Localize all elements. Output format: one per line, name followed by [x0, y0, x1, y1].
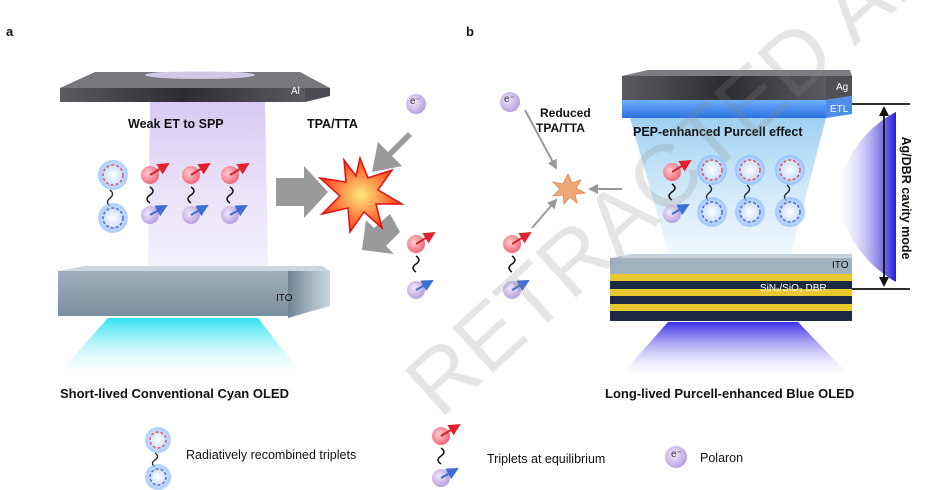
ito-slab-a: [58, 266, 330, 318]
polaron-symbol-mid: e⁻: [410, 96, 421, 107]
equilibrium-triplet-b: [663, 159, 692, 223]
reduced-tta-label: TPA/TTA: [536, 121, 585, 135]
legend-equilibrium-triplet-icon: [432, 423, 461, 487]
purcell-label: PEP-enhanced Purcell effect: [633, 125, 803, 139]
etl-layer: [622, 96, 852, 118]
legend: [145, 423, 687, 490]
equilibrium-triplet-mid: [407, 231, 436, 299]
arrow-from-triplet: [362, 214, 400, 254]
legend-polaron-label: Polaron: [700, 451, 744, 465]
ito-dbr-stack: [610, 254, 852, 321]
radiative-triplet-b2: [735, 155, 765, 227]
cavity-mode-profile: [838, 112, 896, 282]
panel-letter-a: a: [6, 24, 14, 39]
cavity-region: [630, 118, 826, 258]
equilibrium-triplet-a3: [221, 162, 250, 224]
legend-polaron-symbol: e⁻: [671, 449, 682, 460]
etl-label: ETL: [830, 104, 849, 115]
arrow-from-polaron: [372, 132, 412, 172]
al-label: Al: [291, 86, 300, 97]
arrow-into-burst: [276, 166, 328, 218]
cavity-mode-label: Ag/DBR cavity mode: [899, 136, 913, 260]
annihilation-burst-icon: [317, 155, 405, 235]
radiative-triplet-b3: [775, 155, 805, 227]
al-electrode: [60, 71, 330, 102]
arrow-polaron-to-burst: [524, 109, 557, 170]
radiative-triplet-b1: [697, 155, 727, 227]
polaron-symbol-b: e⁻: [504, 94, 515, 105]
polaron-icon: [406, 94, 426, 114]
blue-emission: [622, 322, 848, 374]
panel-letter-b: b: [466, 24, 474, 39]
reduced-burst-icon: [551, 173, 587, 205]
ag-electrode: [622, 70, 852, 100]
caption-b: Long-lived Purcell-enhanced Blue OLED: [605, 386, 855, 401]
caption-a: Short-lived Conventional Cyan OLED: [60, 386, 289, 401]
ag-label: Ag: [836, 82, 849, 93]
panel-b-left: [500, 92, 622, 299]
ito-label-b: ITO: [832, 260, 849, 271]
legend-equilibrium-label: Triplets at equilibrium: [487, 452, 606, 466]
legend-radiative-label: Radiatively recombined triplets: [186, 448, 357, 462]
panel-a-light-beam: [148, 100, 268, 272]
ito-label-a: ITO: [276, 293, 293, 304]
tta-label: TPA/TTA: [307, 117, 358, 131]
cyan-emission: [60, 318, 300, 372]
legend-radiative-triplet-icon: [145, 427, 171, 490]
arrow-triplet-to-burst: [531, 198, 558, 229]
panel-a: [58, 71, 330, 372]
dbr-label: SiNₓ/SiO₂ DBR: [760, 283, 827, 294]
equilibrium-triplet-a1: [141, 162, 170, 224]
cavity-length-marker: [852, 103, 910, 290]
tta-region: [276, 94, 436, 299]
legend-polaron-icon: [665, 446, 687, 468]
weak-et-label: Weak ET to SPP: [128, 117, 224, 131]
polaron-icon-b: [500, 92, 520, 112]
reduced-label: Reduced: [540, 106, 591, 120]
panel-b-device: [610, 70, 910, 374]
equilibrium-triplet-b-left: [503, 231, 532, 299]
radiative-triplet-a: [98, 160, 128, 233]
equilibrium-triplet-a2: [182, 162, 211, 224]
